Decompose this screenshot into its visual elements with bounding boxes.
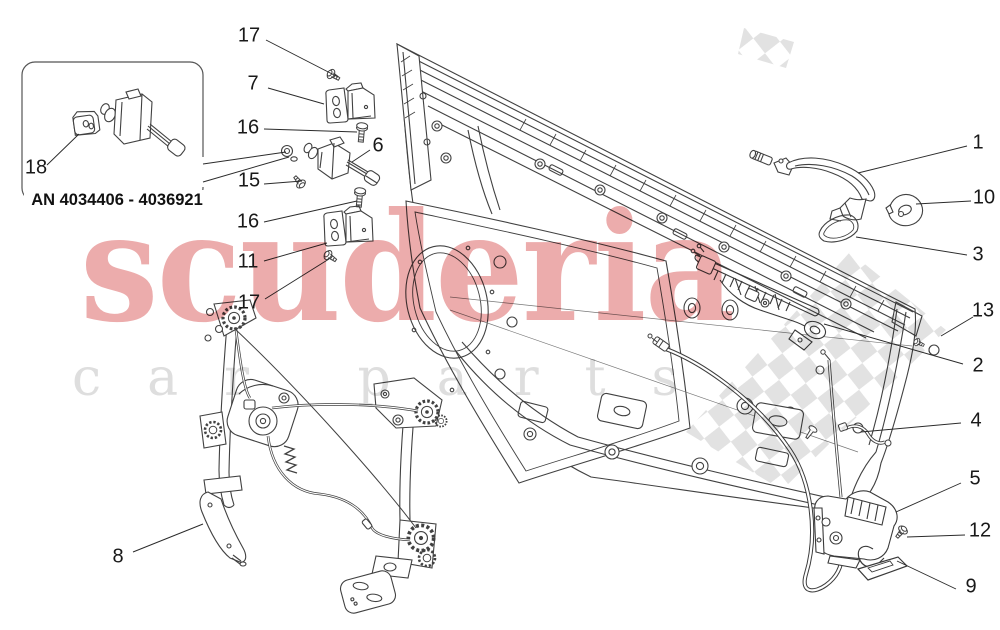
reference-box-art <box>72 88 186 157</box>
callout-17-upper-hinge-screw: 17 <box>237 24 261 47</box>
callout-3-gasket: 3 <box>972 243 984 266</box>
fastener-and-grommet <box>912 336 940 356</box>
callout-16-lower-bolt: 16 <box>236 210 260 233</box>
callout-18-clip: 18 <box>24 156 48 179</box>
callout-4-cable: 4 <box>970 409 982 432</box>
door-lock-latch <box>813 490 898 569</box>
callout-9-striker: 9 <box>965 575 977 598</box>
door-inner-panel <box>396 43 923 513</box>
lower-door-hinge <box>321 186 374 266</box>
outer-door-handle <box>749 149 876 222</box>
callout-15-strap-screw: 15 <box>237 169 261 192</box>
handle-end-cap <box>885 193 924 227</box>
door-check-strap <box>280 136 381 191</box>
callout-5-door-lock: 5 <box>969 467 981 490</box>
callout-1-outer-handle: 1 <box>972 131 984 154</box>
callout-11-lower-hinge: 11 <box>237 250 259 273</box>
handle-gasket <box>818 214 859 243</box>
striker-screw <box>892 523 910 541</box>
reference-box <box>21 61 209 202</box>
callout-2-carrier: 2 <box>972 354 984 377</box>
callout-13-fastener: 13 <box>971 299 995 322</box>
callout-10-handle-cap: 10 <box>972 186 996 209</box>
callout-6-check-strap: 6 <box>372 134 384 157</box>
callout-16-upper-bolt: 16 <box>236 116 260 139</box>
part-number-range-label: AN 4034406 - 4036921 <box>24 190 210 210</box>
callout-8-window-regulator: 8 <box>112 545 124 568</box>
callout-12-lock-screw: 12 <box>968 519 992 542</box>
window-regulator <box>199 299 448 614</box>
callout-7-upper-hinge: 7 <box>247 72 259 95</box>
callout-17-lower-hinge-screw: 17 <box>237 291 261 314</box>
